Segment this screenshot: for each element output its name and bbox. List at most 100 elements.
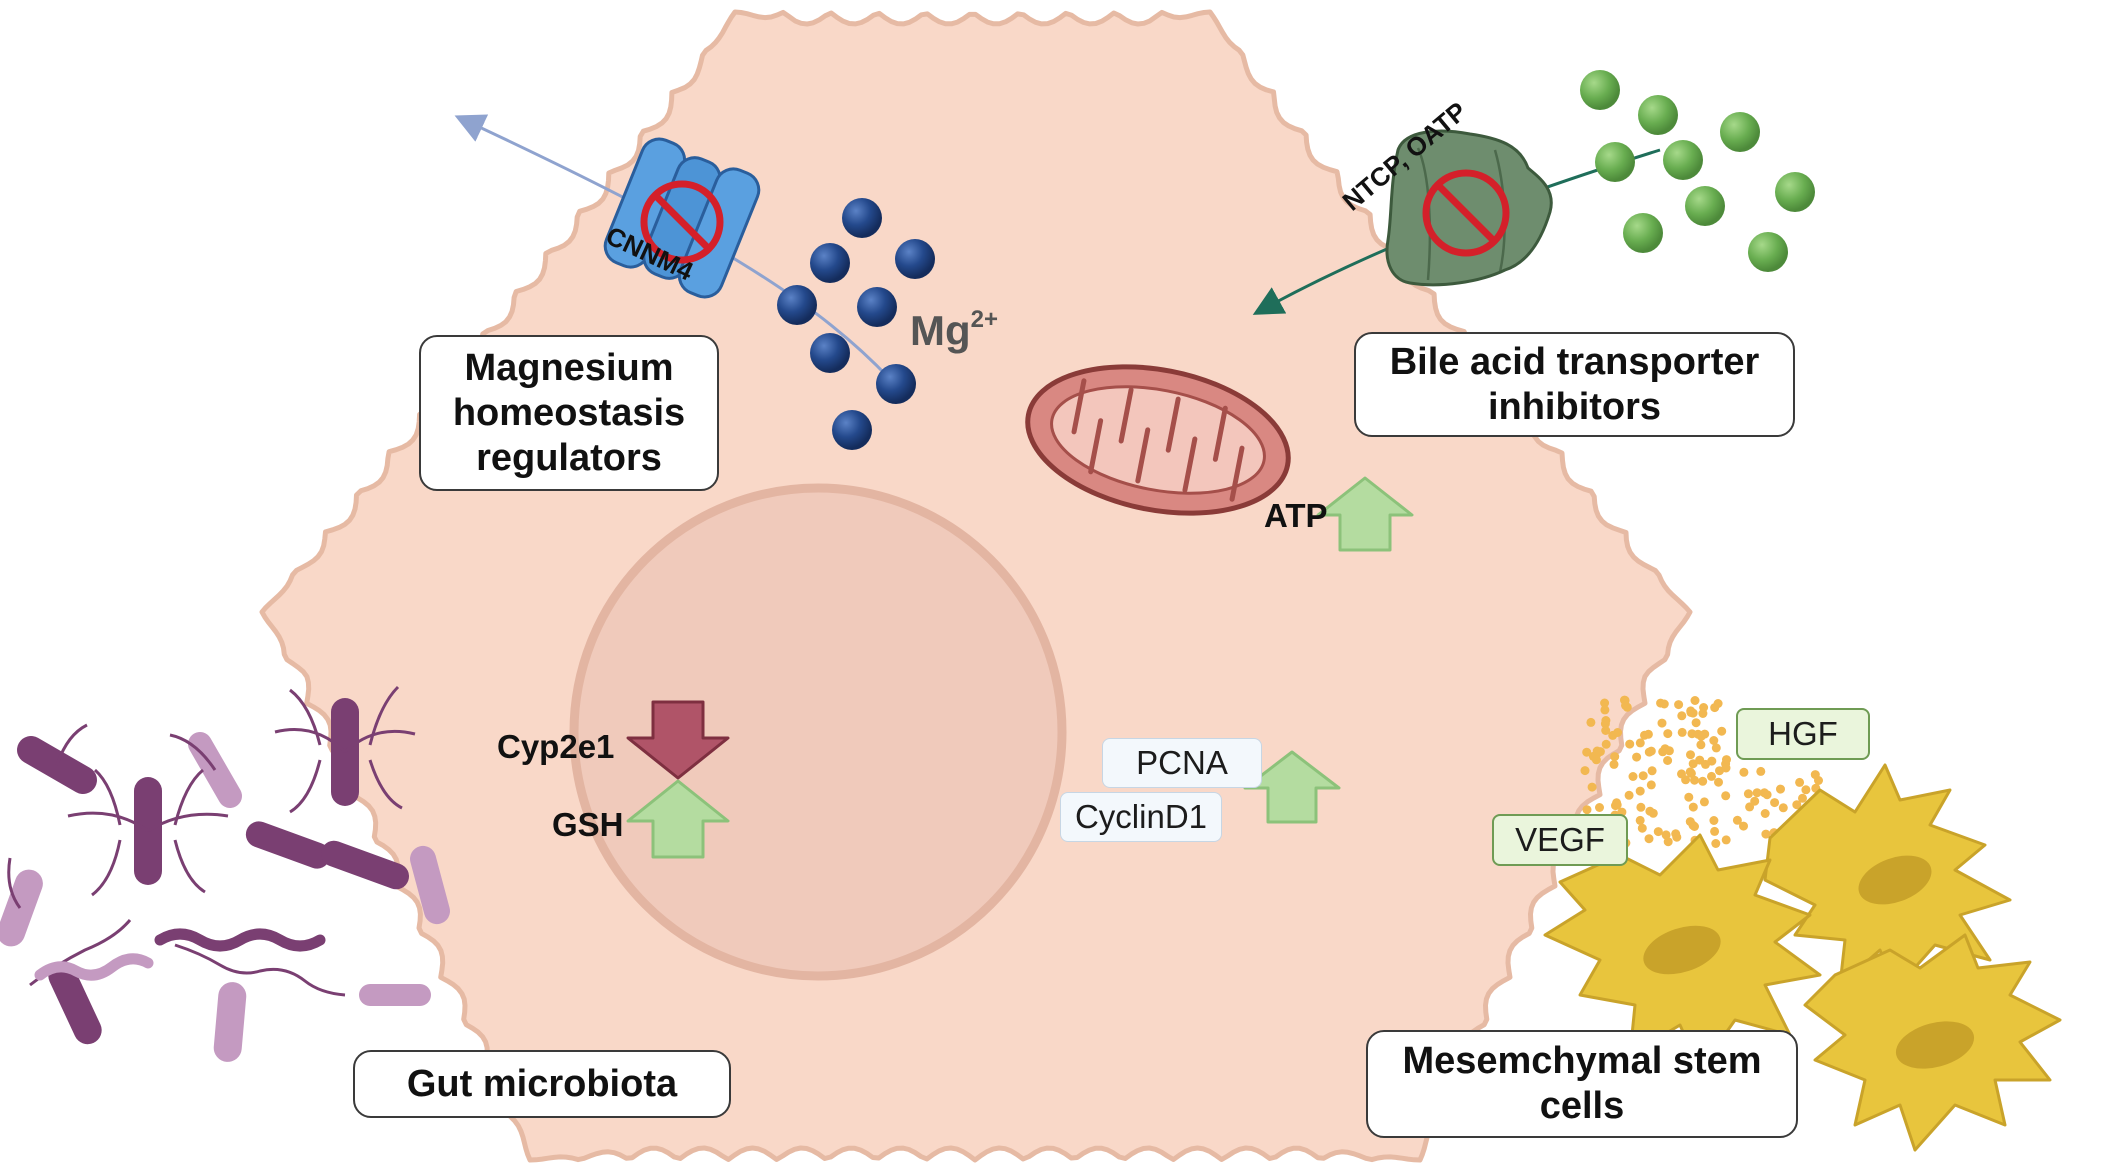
magnesium-line-3: regulators	[476, 436, 662, 479]
particle	[1636, 802, 1646, 812]
hgf-tag: HGF	[1736, 708, 1870, 760]
particle	[1721, 835, 1731, 845]
mg-ions	[777, 198, 935, 450]
particle	[1644, 834, 1654, 844]
particle	[1750, 796, 1760, 806]
particle	[1580, 766, 1590, 776]
particle	[1688, 820, 1698, 830]
particle	[1739, 767, 1749, 777]
atp-label: ATP	[1264, 497, 1328, 534]
ntcp-oatp-transporter	[1385, 129, 1553, 287]
particle	[1640, 730, 1649, 740]
particle	[1677, 711, 1687, 721]
particle	[1698, 709, 1708, 718]
particle	[1691, 718, 1701, 728]
bile-acids	[1580, 70, 1815, 272]
particle	[1600, 698, 1610, 708]
particle	[1586, 717, 1596, 727]
stem-cell-icon	[1803, 933, 2062, 1152]
particle	[1595, 803, 1604, 812]
particle	[1698, 776, 1708, 786]
particle	[1660, 744, 1670, 754]
msc-line-1: Mesemchymal stem	[1402, 1040, 1762, 1082]
particle	[1625, 739, 1635, 749]
particle	[1645, 806, 1655, 816]
vegf-tag: VEGF	[1492, 814, 1628, 866]
gut-microbiota-cluster	[0, 685, 450, 1062]
particle	[1613, 728, 1623, 737]
flagella	[7, 723, 217, 909]
bacterium-icon	[359, 984, 431, 1006]
particle	[1759, 788, 1769, 798]
particle	[1647, 766, 1657, 776]
magnesium-homeostasis-box: Magnesium homeostasis regulators	[419, 335, 719, 491]
particle	[1696, 731, 1706, 741]
particle	[1707, 771, 1716, 781]
particle	[1674, 700, 1684, 710]
bacterium-icon	[245, 821, 331, 869]
up-arrow-icon	[1243, 750, 1341, 824]
particle	[1663, 837, 1673, 847]
magnesium-line-1: Magnesium	[464, 346, 674, 389]
bile-line-1: Bile acid transporter	[1389, 340, 1760, 383]
particle	[1709, 736, 1719, 745]
particle	[1756, 766, 1766, 776]
particle	[1632, 752, 1642, 762]
particle	[1601, 716, 1611, 725]
particle	[1600, 705, 1610, 715]
particle	[1592, 746, 1602, 756]
particle	[1684, 792, 1694, 802]
particle	[1635, 815, 1645, 825]
mg-label: Mg2+	[910, 306, 998, 354]
particle	[1776, 784, 1785, 794]
particle	[1711, 743, 1721, 753]
flagella	[67, 768, 229, 897]
vegf-label: VEGF	[1515, 821, 1605, 858]
bile-acid-transporter-box: Bile acid transporter inhibitors	[1354, 332, 1795, 437]
particle	[1609, 759, 1619, 769]
particle	[1677, 727, 1687, 737]
bacterium-icon	[320, 840, 410, 890]
gut-microbiota-label: Gut microbiota	[406, 1062, 678, 1105]
particle	[1711, 839, 1721, 848]
particle	[1770, 798, 1780, 808]
hgf-label: HGF	[1768, 715, 1838, 752]
spirillum-icon	[154, 928, 326, 952]
particle	[1717, 726, 1727, 736]
particle	[1685, 767, 1695, 777]
particle	[1582, 747, 1592, 757]
particle	[1688, 802, 1698, 812]
particle	[1752, 788, 1762, 798]
particle	[1635, 786, 1645, 796]
particle	[1646, 746, 1656, 756]
particle	[1696, 740, 1706, 750]
particle	[1739, 821, 1748, 831]
particle	[1761, 829, 1771, 839]
particle	[1699, 797, 1709, 807]
particle	[1657, 718, 1667, 728]
particle	[1710, 826, 1720, 836]
particle	[1760, 809, 1770, 818]
cyclind1-label: CyclinD1	[1074, 798, 1208, 835]
particle	[1582, 805, 1592, 815]
mg-efflux-arrow	[454, 114, 902, 391]
particle	[1601, 726, 1611, 735]
particle	[1587, 782, 1597, 792]
particle	[1686, 708, 1696, 717]
particle	[1801, 785, 1811, 795]
nucleus	[569, 483, 1067, 981]
particle	[1663, 756, 1673, 765]
no-entry-icon	[640, 180, 724, 264]
particle	[1671, 829, 1681, 839]
particle	[1810, 770, 1820, 780]
bacterium-icon	[410, 845, 450, 925]
particle	[1659, 699, 1669, 709]
particle	[1686, 750, 1695, 760]
particle	[1653, 827, 1663, 837]
particle	[1709, 816, 1719, 825]
particle	[1721, 791, 1731, 801]
pcna-label: PCNA	[1136, 744, 1228, 781]
cyclind1-tag: CyclinD1	[1060, 792, 1222, 842]
magnesium-line-2: homeostasis	[452, 391, 686, 434]
